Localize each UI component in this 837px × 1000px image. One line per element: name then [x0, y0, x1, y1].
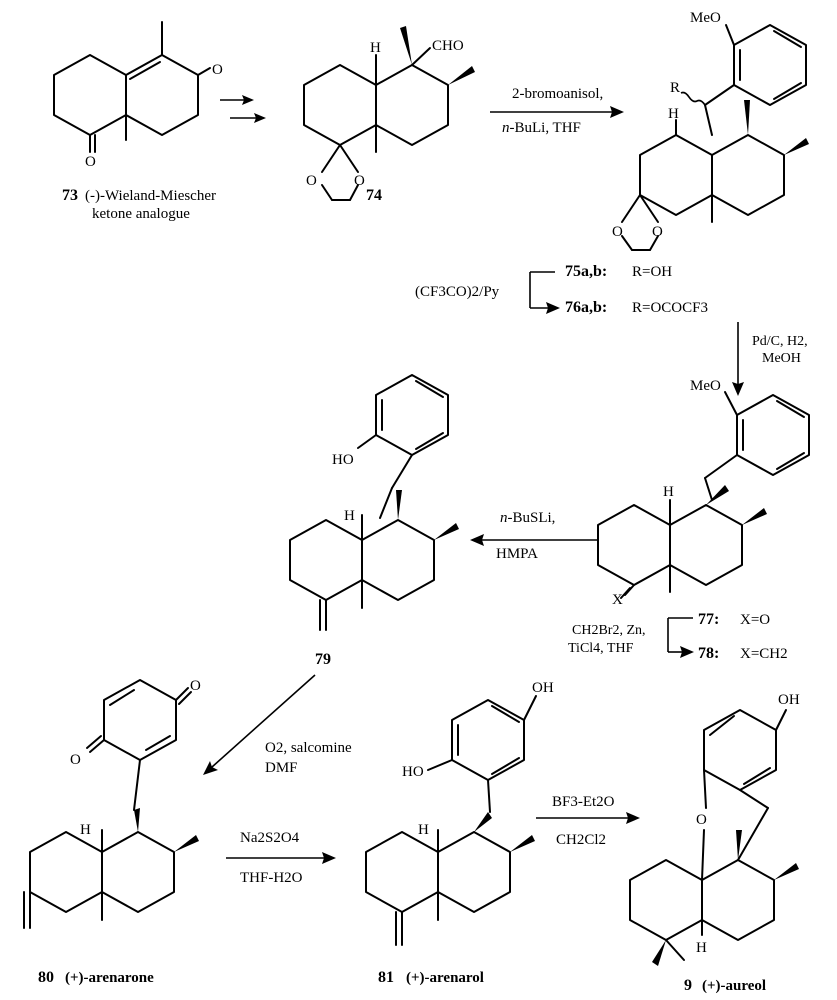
reagent-thf-h2o: THF-H2O [240, 870, 303, 886]
reagent-ch2cl2: CH2Cl2 [556, 832, 606, 848]
compound-77-methoxy: MeO [690, 378, 721, 394]
compound-78-substituent: X=CH2 [740, 646, 788, 662]
reagent-hmpa: HMPA [496, 546, 538, 562]
compound-74-aldehyde: CHO [432, 38, 464, 54]
compound-73-number: 73 [62, 187, 78, 204]
compound-75-number: 75a,b: [565, 263, 607, 280]
reagent-pdc-h2: Pd/C, H2, [752, 334, 808, 349]
compound-77-x-group: X [612, 592, 623, 608]
compound-74-oxygen-right: O [354, 173, 365, 189]
arrow-80-to-81 [226, 852, 336, 864]
reagent-na2s2o4: Na2S2O4 [240, 830, 300, 846]
reagent-o2-salcomine: O2, salcomine [265, 740, 352, 756]
compound-79-hydroxy: HO [332, 452, 354, 468]
reagent-ch2br2-zn: CH2Br2, Zn, [572, 623, 646, 638]
compound-78-number: 78: [698, 645, 719, 662]
compound-75-substituent: R=OH [632, 264, 672, 280]
compound-80-structure: O O H [23, 678, 201, 929]
reagent-nbusli: n-BuSLi, [500, 510, 555, 526]
reagent-bf3-et2o: BF3-Et2O [552, 794, 615, 810]
compound-74-number: 74 [366, 187, 382, 204]
compound-75-oxygen-right: O [652, 224, 663, 240]
compound-79-number: 79 [315, 651, 331, 668]
compound-9-name: (+)-aureol [702, 978, 766, 994]
compound-81-hydrogen: H [418, 822, 429, 838]
compound-73-name-line1: (-)-Wieland-Miescher [85, 188, 216, 204]
compound-9-ether-oxygen: O [696, 812, 707, 828]
ketone-oxygen-top: O [212, 62, 223, 78]
arrow-77-to-78 [667, 617, 694, 658]
reagent-tfaa-py: (CF3CO)2/Py [415, 284, 500, 300]
arrow-76-to-77 [732, 322, 744, 396]
compound-80-oxygen-top: O [190, 678, 201, 694]
arrow-75-to-76 [529, 271, 560, 314]
compound-79-hydrogen: H [344, 508, 355, 524]
arrow-78-to-79 [470, 534, 598, 546]
compound-76-number: 76a,b: [565, 299, 607, 316]
compound-75-structure: MeO R H O O [612, 10, 809, 251]
compound-81-name: (+)-arenarol [406, 970, 484, 986]
arrow-79-to-80 [203, 674, 316, 775]
compound-73-structure: O O [53, 21, 223, 170]
compound-77-number: 77: [698, 611, 719, 628]
reagent-ticl4-thf: TiCl4, THF [568, 641, 634, 656]
reagent-nbuli-thf: n-BuLi, THF [502, 120, 581, 136]
reagent-meoh: MeOH [762, 351, 801, 366]
compound-73-name-line2: ketone analogue [92, 206, 190, 222]
reagent-dmf: DMF [265, 760, 298, 776]
compound-75-r-group: R [670, 80, 680, 96]
compound-74-hydrogen: H [370, 40, 381, 56]
arrow-73-to-74 [220, 95, 266, 123]
compound-77-substituent: X=O [740, 612, 770, 628]
compound-77-structure: MeO H X [597, 378, 810, 608]
arrow-74-to-75 [490, 106, 624, 118]
compound-80-number: 80 [38, 969, 54, 986]
compound-9-hydrogen: H [696, 940, 707, 956]
compound-9-number: 9 [684, 977, 692, 994]
compound-80-name: (+)-arenarone [65, 970, 154, 986]
compound-81-oh: OH [532, 680, 554, 696]
arrow-81-to-9 [536, 812, 640, 824]
ketone-oxygen-bottom: O [85, 154, 96, 170]
compound-75-hydrogen: H [668, 106, 679, 122]
compound-81-hydroxy: HO [402, 764, 424, 780]
compound-79-structure: HO H [289, 374, 459, 631]
compound-74-structure: H CHO O O [303, 26, 475, 201]
compound-81-number: 81 [378, 969, 394, 986]
compound-81-structure: OH HO H [365, 680, 554, 946]
compound-74-oxygen-left: O [306, 173, 317, 189]
reagent-2-bromoanisol: 2-bromoanisol, [512, 86, 603, 102]
compound-80-oxygen-left: O [70, 752, 81, 768]
compound-75-oxygen-left: O [612, 224, 623, 240]
compound-9-structure: OH O H [629, 692, 800, 966]
compound-80-hydrogen: H [80, 822, 91, 838]
compound-77-hydrogen: H [663, 484, 674, 500]
compound-75-methoxy: MeO [690, 10, 721, 26]
compound-76-substituent: R=OCOCF3 [632, 300, 708, 316]
compound-9-oh: OH [778, 692, 800, 708]
